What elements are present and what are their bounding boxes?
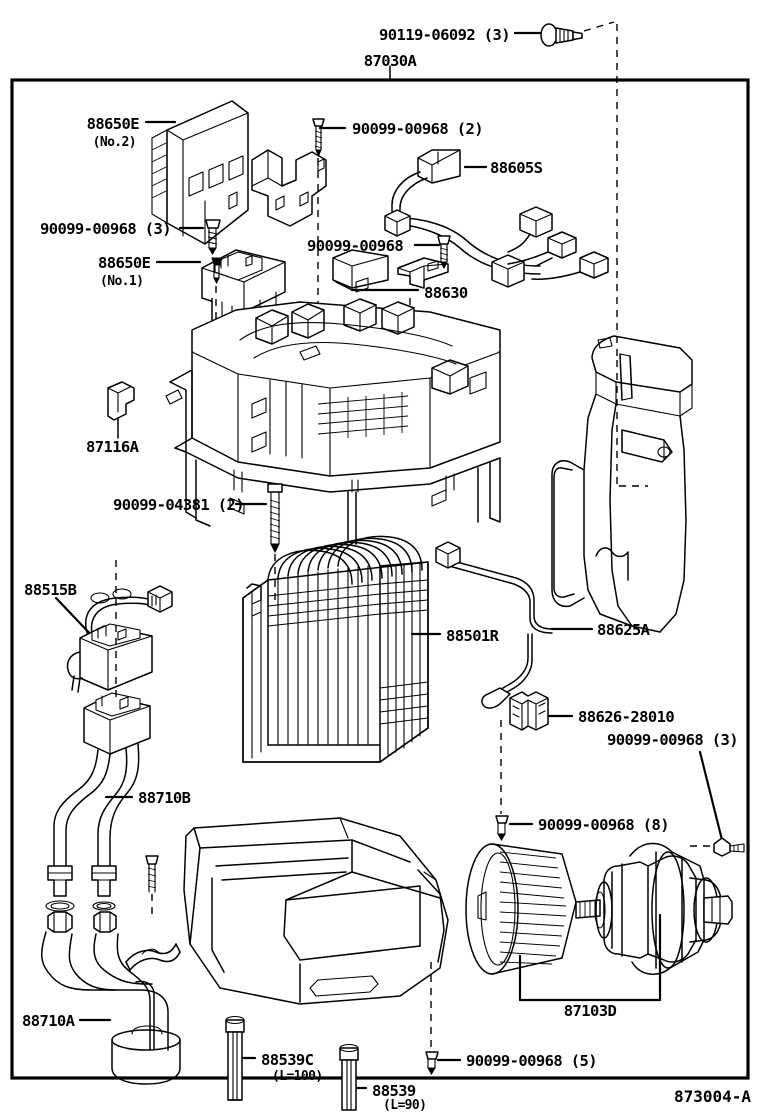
- label-evaporator-88501r: 88501R: [446, 627, 499, 645]
- label-screw-90099-00968-5: 90099-00968 (5): [466, 1052, 598, 1070]
- label-screw-90099-00968-3-right: 90099-00968 (3): [607, 731, 739, 749]
- thermistor-wire-88625a-illustration: [435, 541, 594, 709]
- label-assembly-87030a: 87030A: [363, 52, 417, 70]
- label-clip-87116a: 87116A: [86, 438, 139, 456]
- label-screw-90099-00968-2: 90099-00968 (2): [352, 120, 484, 138]
- air-duct-illustration: [551, 335, 693, 633]
- heater-case-upper-illustration: [165, 298, 501, 545]
- label-screw-88539c-sub: (L=100): [272, 1069, 323, 1084]
- label-drawing-number: 873004-A: [674, 1087, 752, 1106]
- label-expansion-valve-88515b: 88515B: [24, 581, 77, 599]
- label-tube-88710b: 88710B: [138, 789, 191, 807]
- lower-case-illustration: [183, 817, 449, 1005]
- screw-90099-00968-3-right-illustration: [690, 750, 745, 857]
- label-relay-no2-sub: (No.2): [92, 135, 137, 150]
- label-relay-no1: 88650E: [98, 254, 151, 272]
- label-harness-88605s: 88605S: [490, 159, 543, 177]
- resistor-88630-illustration: [332, 249, 420, 340]
- label-screw-90099-00968-8: 90099-00968 (8): [538, 816, 670, 834]
- screw-88539c-illustration: [225, 1015, 257, 1101]
- clamp-88626-illustration: [509, 691, 574, 731]
- screw-90099-00968-8-illustration: [495, 720, 534, 841]
- label-blower-87103d: 87103D: [563, 1002, 617, 1020]
- label-tube-88710a: 88710A: [22, 1012, 75, 1030]
- label-wire-88625a: 88625A: [597, 621, 650, 639]
- label-bolt-90119-06092: 90119-06092 (3): [379, 26, 511, 44]
- label-resistor-88630: 88630: [424, 284, 468, 302]
- refrigerant-tube-88710b-illustration: [45, 743, 140, 933]
- screw-small-left-illustration: [145, 855, 159, 920]
- label-screw-88539: 88539: [372, 1082, 416, 1100]
- expansion-valve-88515b-illustration: [54, 560, 173, 755]
- wire-harness-88605s-illustration: [384, 149, 609, 288]
- screw-90099-00968-3-left-illustration: [178, 219, 221, 255]
- evaporator-core-88501r-illustration: [242, 535, 442, 763]
- diagram-frame: [10, 78, 750, 1080]
- label-screw-88539-sub: (L=90): [383, 1098, 427, 1112]
- refrigerant-tube-88710a-illustration: [41, 931, 181, 1085]
- label-screw-90099-00968-mid: 90099-00968: [307, 237, 404, 255]
- bracket-illustration: [251, 149, 327, 227]
- blower-motor-87103d-illustration: [465, 842, 733, 1002]
- bolt-90099-04381-illustration: [234, 483, 283, 600]
- label-screw-90099-00968-3-left: 90099-00968 (3): [40, 220, 172, 238]
- screw-90099-00968-mid-illustration: [413, 235, 451, 270]
- clip-87116a-illustration: [107, 381, 135, 439]
- screw-88539-illustration: [339, 1043, 368, 1111]
- screw-90099-00968-2-illustration: [312, 118, 347, 318]
- label-relay-no2: 88650E: [86, 115, 140, 133]
- label-bolt-90099-04381: 90099-04381 (2): [113, 496, 245, 514]
- relay-no2-illustration: [144, 100, 249, 245]
- label-relay-no1-sub: (No.1): [100, 274, 144, 289]
- screw-90099-00968-5-illustration: [425, 962, 462, 1075]
- label-clamp-88626-28010: 88626-28010: [578, 708, 675, 726]
- bolt-90119-06092-illustration: [513, 21, 615, 47]
- small-bracket-illustration: [397, 257, 449, 289]
- label-screw-88539c: 88539C: [261, 1051, 314, 1069]
